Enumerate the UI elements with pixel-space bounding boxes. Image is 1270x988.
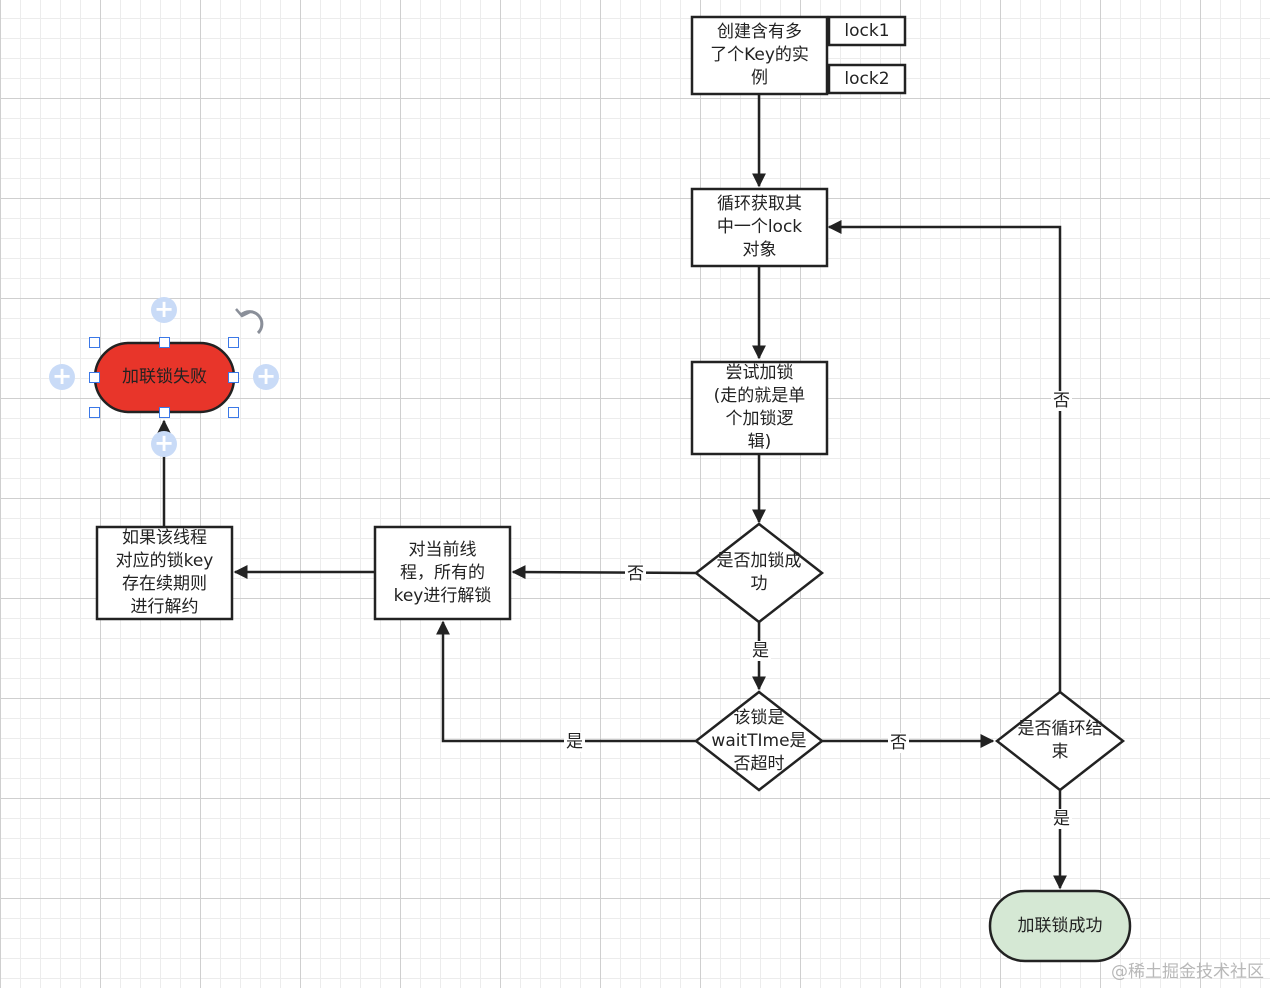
lock-success-decision[interactable] [693, 522, 825, 624]
loop-get-lock-label: 循环获取其 中一个lock 对象 [716, 194, 803, 260]
unlock-current-box[interactable] [373, 525, 512, 621]
try-lock-box[interactable] [690, 360, 829, 456]
fail-label: 加联锁失败 [122, 367, 207, 387]
edge-wait-yes-to-unlock[interactable] [436, 620, 697, 743]
resize-handle-s[interactable] [159, 407, 170, 418]
unlock-current-label: 对当前线 程，所有的 key进行解锁 [393, 539, 492, 606]
lock-success-label: 是否加锁成 功 [716, 551, 802, 594]
edge-label-no-loop-back: 否 [1051, 391, 1072, 411]
lock1-label: lock1 [844, 20, 890, 41]
add-connection-bottom-icon[interactable]: + [151, 431, 177, 457]
loop-end-label: 是否循环结 束 [1017, 719, 1103, 762]
resize-handle-e[interactable] [228, 372, 239, 383]
lock2-label: lock2 [844, 68, 890, 89]
lock1-box[interactable] [827, 15, 907, 47]
resize-handle-w[interactable] [89, 372, 100, 383]
unlock-renew-label: 如果该线程 对应的锁key 存在续期则 进行解约 [115, 528, 214, 617]
watermark: @稀土掘金技术社区 [1111, 962, 1264, 982]
loop-end-decision[interactable] [994, 690, 1126, 792]
resize-handle-nw[interactable] [89, 337, 100, 348]
create-instance-label: 创建含有多 了个Key的实 例 [710, 22, 809, 88]
edge-check-no-to-unlock[interactable] [511, 565, 697, 580]
unlock-renew-box[interactable] [95, 525, 234, 621]
add-connection-top-icon[interactable]: + [151, 297, 177, 323]
edge-label-no-unlock: 否 [625, 564, 646, 584]
add-connection-left-icon[interactable]: + [49, 364, 75, 390]
success-terminal[interactable] [988, 889, 1132, 963]
edge-label-yes-success: 是 [1051, 809, 1072, 829]
success-label: 加联锁成功 [1017, 915, 1103, 936]
edge-loopend-no-to-loop[interactable] [827, 220, 1062, 692]
wait-timeout-label: 该锁是 waitTIme是 否超时 [711, 707, 807, 774]
add-connection-right-icon[interactable]: + [253, 364, 279, 390]
resize-handle-sw[interactable] [89, 407, 100, 418]
rotate-handle-icon[interactable] [235, 308, 264, 335]
resize-handle-se[interactable] [228, 407, 239, 418]
wait-timeout-decision[interactable] [693, 690, 825, 792]
try-lock-label: 尝试加锁 (走的就是单 个加锁逻 辑) [713, 363, 806, 452]
resize-handle-ne[interactable] [228, 337, 239, 348]
lock2-box[interactable] [827, 63, 907, 95]
resize-handle-n[interactable] [159, 337, 170, 348]
edge-label-no-loop-end: 否 [888, 733, 909, 753]
create-instance-box[interactable] [690, 15, 829, 96]
edge-label-yes-timeout: 是 [564, 732, 585, 752]
edge-label-yes-wait: 是 [750, 641, 771, 661]
loop-get-lock-box[interactable] [690, 187, 829, 268]
